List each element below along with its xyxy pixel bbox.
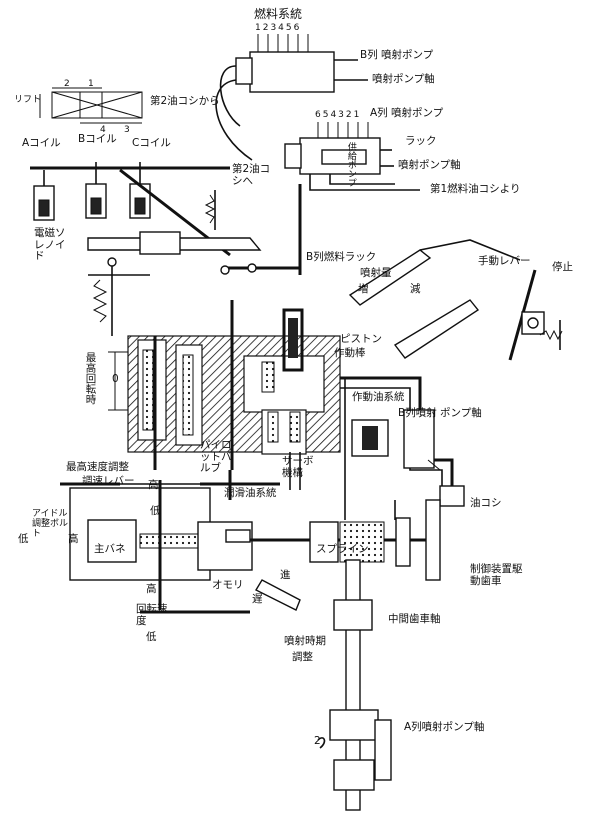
high-label-1: 高 bbox=[148, 479, 159, 491]
max-speed-time-label: 最高回転時 bbox=[84, 352, 97, 405]
low-label-2: 低 bbox=[18, 533, 29, 545]
fuel-system-label: 燃料系統 bbox=[254, 7, 303, 21]
weight-label: オモリ bbox=[212, 579, 244, 591]
oil-filter-label: 油コシ bbox=[470, 497, 502, 509]
dimension-2-label: 2 bbox=[314, 735, 321, 747]
high-label-2: 高 bbox=[68, 533, 79, 545]
injection-timing-label: 噴射時期 bbox=[284, 635, 326, 647]
increase-label: 増 bbox=[358, 283, 369, 295]
linkage bbox=[87, 231, 300, 336]
first-filter-from-label: 第1燃料油コシより bbox=[430, 183, 521, 195]
main-spring-label: 主バネ bbox=[94, 543, 126, 555]
pump-shaft-a-label: 噴射ポンプ軸 bbox=[398, 159, 461, 171]
idle-adjust-bolt-label: アイドル調整ボルト bbox=[32, 509, 69, 539]
dim-3-label: 3 bbox=[124, 125, 130, 135]
servo-mechanism-label: サーボ機構 bbox=[282, 455, 314, 479]
rotation-speed-label: 回転速度 bbox=[136, 603, 168, 627]
a-pump-shaft-bottom-label: A列噴射ポンプ軸 bbox=[404, 721, 485, 733]
zero-label: 0 bbox=[112, 373, 119, 385]
injection-amount-label: 噴射量 bbox=[360, 267, 392, 279]
speed-lever-label: 調速レバー bbox=[82, 475, 135, 487]
intermediate-shaft bbox=[329, 499, 441, 811]
solenoid-label: 電磁ソレノイド bbox=[34, 227, 66, 263]
max-speed-adjust-label: 最高速度調整 bbox=[66, 461, 129, 473]
decrease-label: 減 bbox=[410, 283, 421, 295]
second-filter-to-label: 第2油コシへ bbox=[232, 163, 271, 187]
b-pump-label: B列 噴射ポンプ bbox=[360, 49, 434, 61]
manual-lever-assembly bbox=[348, 239, 563, 361]
a-pump-block bbox=[284, 122, 420, 275]
control-drive-gear-label: 制御装置駆動歯車 bbox=[470, 563, 523, 587]
lift-label: リフト bbox=[14, 95, 42, 105]
manual-lever-label: 手動レバー bbox=[478, 255, 531, 267]
low-label-1: 低 bbox=[150, 505, 161, 517]
dim-4-label: 4 bbox=[100, 125, 106, 135]
b-coil-label: Bコイル bbox=[78, 133, 117, 145]
lift-dimension-chart bbox=[39, 87, 143, 124]
feed-pump-label: 供給ポンプ bbox=[345, 142, 356, 187]
pump-shaft-top-label: 噴射ポンプ軸 bbox=[372, 73, 435, 85]
a-coil-label: Aコイル bbox=[22, 137, 61, 149]
hydraulic-system-label: 作動油系統 bbox=[352, 391, 405, 403]
retard-label: 遅 bbox=[252, 593, 263, 605]
b-pump-shaft-label: B列噴射 ポンプ軸 bbox=[398, 407, 482, 419]
dim-1-label: 1 bbox=[88, 79, 94, 89]
actuating-rod-label: 作動棒 bbox=[334, 347, 366, 359]
c-coil-label: Cコイル bbox=[132, 137, 171, 149]
advance-label: 進 bbox=[280, 569, 291, 581]
spline-label: スプライン bbox=[316, 543, 369, 555]
adjustment-label: 調整 bbox=[292, 651, 313, 663]
governor-housing bbox=[108, 300, 341, 490]
dim-2-label: 2 bbox=[64, 79, 70, 89]
cylinder-numbers-a: 654321 bbox=[315, 110, 362, 120]
governor-lower-body bbox=[60, 470, 440, 614]
dimension-mark bbox=[317, 737, 326, 749]
lube-system-label: 潤滑油系統 bbox=[224, 487, 277, 499]
b-pump-block bbox=[215, 34, 368, 161]
piston-label: ピストン bbox=[340, 333, 382, 345]
second-filter-from-label: 第2油コシから bbox=[150, 95, 220, 107]
pilot-valve-label: パイロットバルブ bbox=[200, 439, 232, 475]
intermediate-gear-shaft-label: 中間歯車軸 bbox=[388, 613, 441, 625]
stop-label: 停止 bbox=[552, 261, 573, 273]
cylinder-numbers-b: 123456 bbox=[255, 23, 302, 33]
solenoids bbox=[30, 162, 231, 257]
b-fuel-rack-label: B列燃料ラック bbox=[306, 251, 377, 263]
a-pump-label: A列 噴射ポンプ bbox=[370, 107, 444, 119]
hydraulic-lines bbox=[340, 376, 465, 520]
low-label-3: 低 bbox=[146, 631, 157, 643]
high-label-3: 高 bbox=[146, 583, 157, 595]
rack-label: ラック bbox=[405, 135, 437, 147]
